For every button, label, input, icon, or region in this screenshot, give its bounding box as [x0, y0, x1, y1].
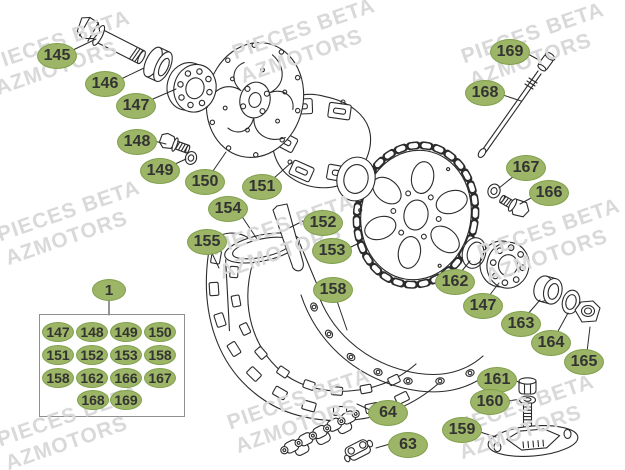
callout-152: 152: [303, 210, 343, 236]
legend-169: 169: [110, 390, 142, 410]
callout-167: 167: [506, 155, 546, 181]
callout-169: 169: [490, 39, 530, 65]
legend-147: 147: [42, 322, 74, 342]
chain-tensioner: [487, 377, 579, 457]
legend-158a: 158: [144, 345, 176, 365]
callout-159: 159: [442, 417, 482, 443]
legend-150: 150: [144, 322, 176, 342]
callout-153: 153: [312, 238, 352, 264]
sprocket: [352, 141, 480, 289]
legend-168: 168: [77, 390, 109, 410]
rim: [300, 290, 493, 393]
callout-147-left: 147: [116, 93, 156, 119]
legend-167: 167: [144, 368, 176, 388]
callout-63: 63: [388, 432, 428, 458]
wheel-spacer-left: [143, 46, 173, 82]
hub-bore: [336, 156, 376, 202]
callout-166: 166: [529, 180, 569, 206]
callout-161: 161: [477, 367, 517, 393]
sprocket-washer: [487, 183, 501, 199]
disc-bolt: [158, 132, 191, 154]
spoke-nipple: [537, 51, 556, 72]
callout-145: 145: [37, 43, 77, 69]
legend-152: 152: [76, 345, 108, 365]
callout-164: 164: [531, 330, 571, 356]
callout-149: 149: [140, 158, 180, 184]
callout-160: 160: [470, 389, 510, 415]
legend-153: 153: [110, 345, 142, 365]
legend-166: 166: [110, 368, 142, 388]
legend-148: 148: [76, 322, 108, 342]
rim-band: [272, 203, 304, 272]
callout-158: 158: [313, 277, 353, 303]
legend-151: 151: [42, 345, 74, 365]
disc-washer: [184, 151, 198, 165]
legend-box: [39, 314, 185, 417]
tire: [205, 232, 441, 422]
chain-link: [344, 439, 374, 463]
callout-148: 148: [117, 129, 157, 155]
legend-162: 162: [76, 368, 108, 388]
callout-150: 150: [185, 169, 225, 195]
callout-147-right: 147: [463, 293, 503, 319]
callout-168: 168: [465, 80, 505, 106]
wheel-spacer-right: [533, 275, 563, 305]
callout-165: 165: [564, 349, 604, 375]
callout-151: 151: [242, 174, 282, 200]
wheel-bearing-left: [166, 62, 217, 113]
leader-lines: [72, 38, 591, 449]
spoke: [477, 70, 542, 158]
callout-162: 162: [435, 269, 475, 295]
sprocket-bolt: [499, 194, 530, 218]
tube-mousse: [224, 232, 324, 332]
chain: [280, 409, 360, 456]
callout-146: 146: [85, 71, 125, 97]
legend-149: 149: [110, 322, 142, 342]
callout-group-1: 1: [92, 279, 126, 301]
wheel-axle: [76, 16, 146, 65]
axle-nut: [574, 300, 601, 323]
callout-163: 163: [501, 311, 541, 337]
callout-64: 64: [368, 400, 408, 426]
brake-disc: [205, 41, 305, 159]
wheel-bearing-right: [479, 240, 530, 289]
callout-155: 155: [187, 229, 227, 255]
legend-158b: 158: [42, 368, 74, 388]
axle-washer: [561, 289, 581, 315]
callout-154: 154: [208, 196, 248, 222]
